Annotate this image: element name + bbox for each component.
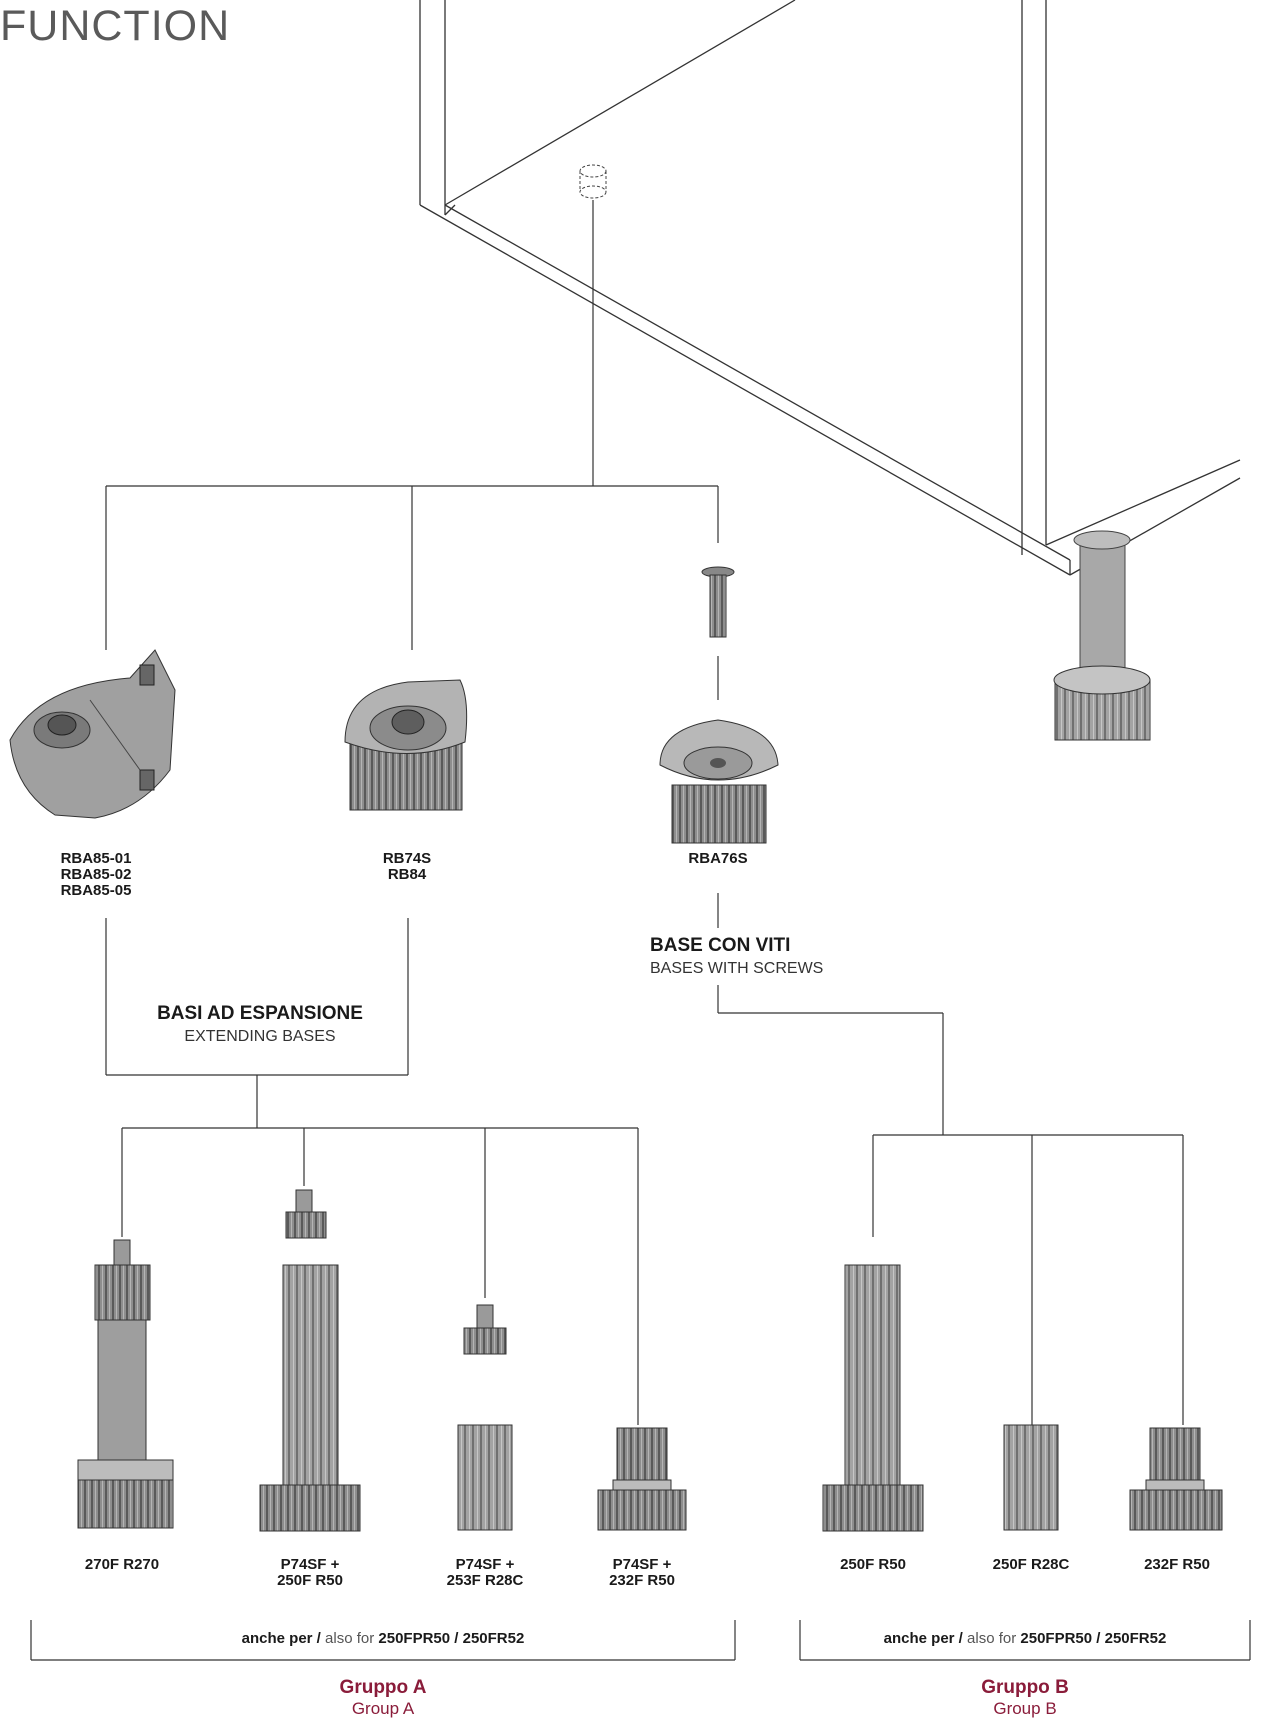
label-rb74: RB74S RB84 (382, 850, 432, 883)
cabinet-foot-illustration (1053, 530, 1151, 741)
connector-lines (30, 200, 1251, 1661)
label-250f-r28c: 250F R28C (992, 1556, 1070, 1573)
foot-232f-r50-illustration (1129, 1427, 1223, 1531)
note-codes: 250FPR50 / 250FR52 (378, 1630, 525, 1647)
rb74-base-illustration (344, 679, 468, 811)
label-p74sf-250f: P74SF + 250F R50 (277, 1556, 343, 1589)
screw-bases-subtitle: BASES WITH SCREWS (650, 960, 824, 977)
note-codes-b: 250FPR50 / 250FR52 (1020, 1630, 1167, 1647)
note-mid: also for (325, 1630, 375, 1647)
label-rba76: RBA76S (688, 850, 748, 867)
rba85-base-illustration (9, 649, 176, 819)
screw-bases-title: BASE CON VITI (650, 935, 791, 956)
foot-250f-r28c-illustration (1003, 1424, 1059, 1531)
group-a-note: anche per / also for 250FPR50 / 250FR52 (31, 1630, 735, 1647)
group-b-name: Gruppo B (981, 1677, 1069, 1698)
foot-270f-illustration (77, 1239, 174, 1529)
extending-bases-title: BASI AD ESPANSIONE (157, 1003, 363, 1024)
group-b-note: anche per / also for 250FPR50 / 250FR52 (800, 1630, 1250, 1647)
label-250f-r50: 250F R50 (840, 1556, 906, 1573)
rba76-base-illustration (659, 719, 779, 844)
label-p74sf-232f: P74SF + 232F R50 (609, 1556, 675, 1589)
group-a-sub: Group A (351, 1699, 415, 1718)
extending-bases-subtitle: EXTENDING BASES (184, 1028, 336, 1045)
foot-p74sf-250f-illustration (259, 1189, 361, 1532)
cabinet-drawing (419, 0, 1241, 576)
label-rba85: RBA85-01 RBA85-02 RBA85-05 (60, 850, 132, 899)
group-a-name: Gruppo A (339, 1677, 427, 1698)
screw-illustration (701, 566, 735, 638)
note-prefix: anche per / (241, 1630, 321, 1647)
page-title: FUNCTION (0, 2, 231, 50)
note-prefix-b: anche per / (883, 1630, 963, 1647)
label-232f-r50: 232F R50 (1144, 1556, 1210, 1573)
label-p74sf-253f: P74SF + 253F R28C (446, 1556, 524, 1589)
foot-p74sf-253f-illustration (457, 1304, 513, 1531)
label-270f: 270F R270 (84, 1556, 160, 1573)
foot-250f-r50-illustration (822, 1264, 924, 1532)
foot-p74sf-232f-illustration (597, 1427, 687, 1531)
hole-marker (579, 164, 607, 199)
note-mid-b: also for (967, 1630, 1017, 1647)
group-b-sub: Group B (993, 1699, 1057, 1718)
